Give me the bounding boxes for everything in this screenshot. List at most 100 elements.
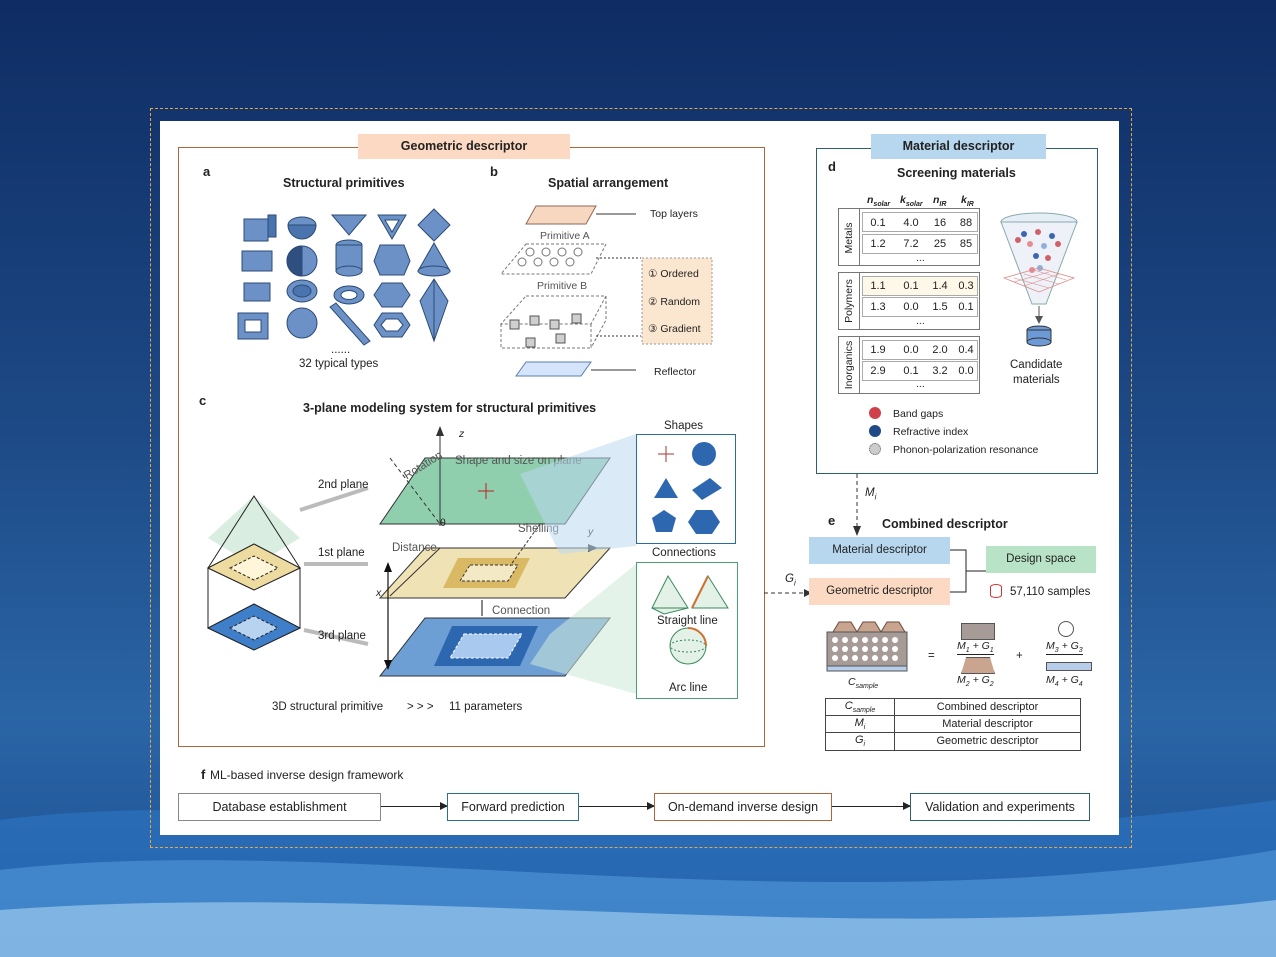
cell: 7.2 <box>903 238 919 250</box>
cell: 1.4 <box>932 280 948 292</box>
inorganics-row-1 <box>862 340 978 360</box>
footer-primitive-label: 3D structural primitive <box>272 701 384 713</box>
footer-arrows: > > > <box>407 701 434 713</box>
panel-e-letter: e <box>828 513 836 528</box>
panel-a-caption: 32 typical types <box>299 358 379 370</box>
flow-step-forward: Forward prediction <box>447 793 579 821</box>
background-wave <box>0 800 1276 957</box>
cell: 0.1 <box>903 365 919 377</box>
header-n-ir: nIR <box>933 194 947 209</box>
cell: 2.9 <box>870 365 886 377</box>
flow-arrow-1 <box>381 801 448 811</box>
refractive-index-label: Refractive index <box>893 426 969 438</box>
term2-shape <box>961 657 995 674</box>
panel-e-title: Combined descriptor <box>882 517 1008 531</box>
polymers-row-1 <box>862 276 978 296</box>
design-space-box: Design space <box>986 546 1096 573</box>
random-label: ② Random <box>648 296 701 308</box>
table-row: Csample Combined descriptor <box>825 697 1081 717</box>
candidate-label-2: materials <box>1013 374 1060 386</box>
polymers-group <box>838 272 980 330</box>
plus-sign: + <box>1016 650 1023 662</box>
header-n-solar: nsolar <box>867 194 891 209</box>
metals-ellipsis: ... <box>916 252 925 264</box>
header-k-ir: kIR <box>961 194 974 209</box>
cell: 0.4 <box>958 344 974 356</box>
table-row: Mi Material descriptor <box>825 715 1081 734</box>
shapes-box <box>636 434 736 544</box>
footer-params-label: 11 parameters <box>449 701 523 713</box>
database-icon <box>990 584 1002 598</box>
primitive-a-label: Primitive A <box>540 230 590 242</box>
phonon-icon <box>869 443 881 455</box>
band-gaps-label: Band gaps <box>893 408 944 420</box>
cell: 1.2 <box>870 238 886 250</box>
symbol-cell: Csample <box>825 697 895 717</box>
symbol-cell: Gi <box>825 732 895 751</box>
reflector-label: Reflector <box>654 366 697 378</box>
mi-arrow <box>853 474 861 536</box>
metals-label-box <box>838 208 860 266</box>
connector-arrows <box>764 589 812 597</box>
polymers-label: Polymers <box>843 279 855 323</box>
arc-line-label: Arc line <box>669 682 708 694</box>
geometric-tag: Geometric descriptor <box>358 134 570 159</box>
term3-label: M3 + G3 <box>1046 640 1083 656</box>
cell: 0.1 <box>958 301 974 313</box>
plane1-label: 1st plane <box>318 547 365 559</box>
sample-structure-icon <box>826 621 908 672</box>
metals-row-1 <box>862 212 978 232</box>
description-cell: Combined descriptor <box>894 697 1081 717</box>
gradient-label: ③ Gradient <box>648 323 701 335</box>
description-cell: Material descriptor <box>894 715 1081 734</box>
gi-label: Gi <box>785 573 796 588</box>
connections-icons <box>651 574 729 665</box>
cell: 0.0 <box>958 365 974 377</box>
inorganics-label-box <box>838 336 860 394</box>
cell: 25 <box>933 238 947 250</box>
term4-shape <box>1046 662 1092 671</box>
panel-f-letter: f <box>201 767 206 782</box>
flow-step-inverse: On-demand inverse design <box>654 793 832 821</box>
cell: 1.5 <box>932 301 948 313</box>
cell: 4.0 <box>903 217 919 229</box>
flow-step-validation: Validation and experiments <box>910 793 1090 821</box>
screening-funnel-icon <box>1000 212 1078 347</box>
descriptor-legend-table: Csample Combined descriptor Mi Material … <box>825 697 1081 751</box>
plane2-label: 2nd plane <box>318 479 369 491</box>
cell: 3.2 <box>932 365 948 377</box>
inorganics-group <box>838 336 980 394</box>
shapes-title: Shapes <box>664 420 704 432</box>
ordered-label: ① Ordered <box>648 268 699 280</box>
primitive-b-label: Primitive B <box>537 280 588 292</box>
equals-sign: = <box>928 650 935 662</box>
cell: 1.9 <box>870 344 886 356</box>
theta-label: θ <box>440 517 446 529</box>
flow-arrow-2 <box>579 801 655 811</box>
dashed-frame <box>150 108 1132 848</box>
material-descriptor-box: Material descriptor <box>809 537 950 564</box>
symbol-cell: Mi <box>825 715 895 734</box>
geometric-descriptor-box: Geometric descriptor <box>809 578 950 605</box>
phonon-label: Phonon-polarization resonance <box>893 444 1039 456</box>
inorganics-label: Inorganics <box>843 340 855 390</box>
cell: 85 <box>959 238 973 250</box>
inorganics-ellipsis: ... <box>916 378 925 390</box>
panel-b-title: Spatial arrangement <box>548 176 669 190</box>
mi-label: Mi <box>865 487 877 502</box>
connections-box <box>636 562 738 699</box>
panel-a-title: Structural primitives <box>283 176 405 190</box>
z-axis-label: z <box>459 428 465 440</box>
cell: 0.1 <box>870 217 886 229</box>
material-tag: Material descriptor <box>871 134 1046 159</box>
panel-c-letter: c <box>199 393 207 408</box>
cell: 16 <box>933 217 947 229</box>
flow-arrow-3 <box>832 801 911 811</box>
refractive-index-icon <box>869 425 881 437</box>
plane3-label: 3rd plane <box>318 630 366 642</box>
term1-shape <box>961 623 995 640</box>
description-cell: Geometric descriptor <box>894 732 1081 751</box>
samples-label: 57,110 samples <box>1010 586 1091 598</box>
panel-a-letter: a <box>203 164 211 179</box>
cell: 0.1 <box>903 280 919 292</box>
